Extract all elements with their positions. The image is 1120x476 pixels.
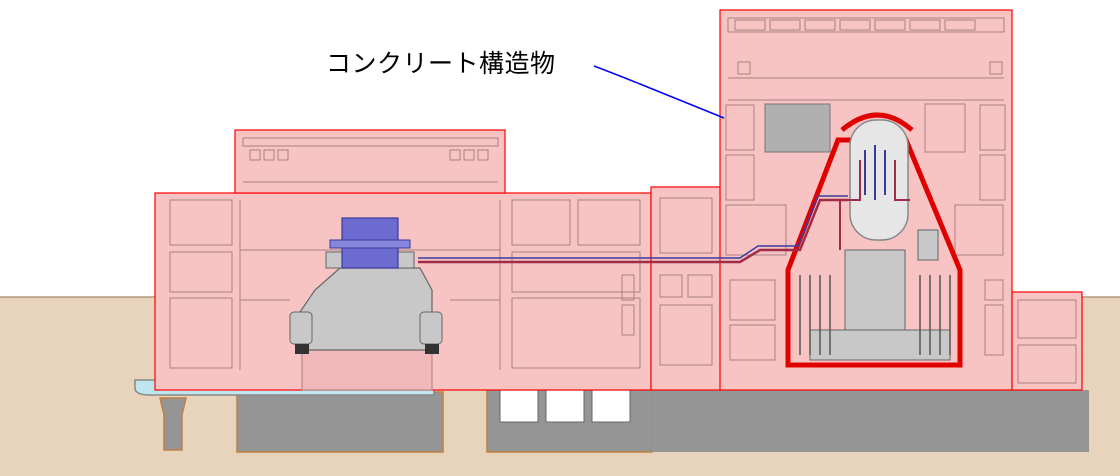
auxiliary-building bbox=[621, 186, 722, 391]
turbine-generator bbox=[289, 217, 443, 354]
right-annex bbox=[1011, 291, 1083, 391]
reactor-pressure-vessel bbox=[849, 119, 909, 241]
concrete-structure-label: コンクリート構造物 bbox=[326, 49, 556, 78]
reactor-building bbox=[719, 9, 1013, 391]
main-steam-pipes bbox=[418, 195, 848, 264]
vessel-head bbox=[840, 112, 914, 132]
label-leader-line bbox=[593, 65, 725, 119]
